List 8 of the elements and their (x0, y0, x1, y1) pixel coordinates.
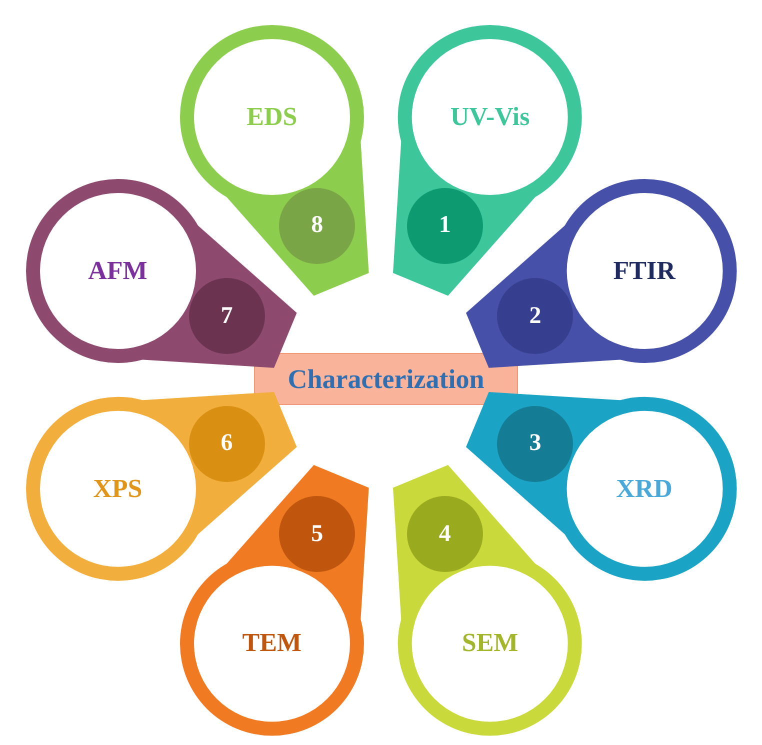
technique-label: XRD (616, 474, 672, 504)
technique-label: UV-Vis (450, 102, 530, 132)
technique-label: FTIR (613, 256, 676, 286)
technique-label: SEM (462, 628, 518, 658)
technique-label: AFM (88, 256, 148, 286)
technique-label: XPS (93, 474, 142, 504)
technique-label: EDS (246, 102, 298, 132)
technique-label: TEM (242, 628, 302, 658)
